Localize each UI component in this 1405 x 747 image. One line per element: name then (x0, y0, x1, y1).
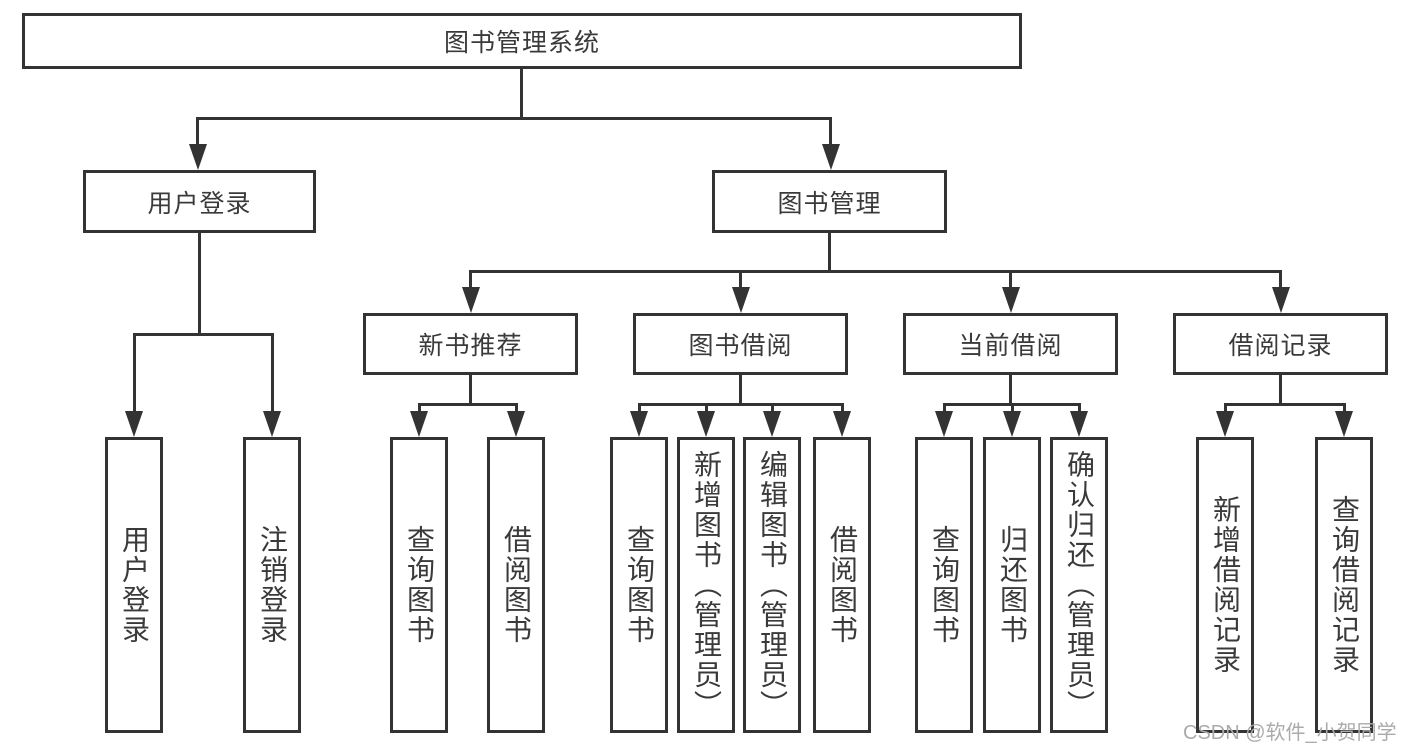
connector-current-trunk (1009, 374, 1012, 405)
arrowhead-down-icon (1003, 411, 1021, 437)
node-label: 确认归还（管理员） (1064, 450, 1095, 720)
leaf-query-books-recommend: 查询图书 (390, 437, 448, 733)
node-label: 借阅图书 (827, 525, 858, 645)
leaf-query-borrow-record: 查询借阅记录 (1315, 437, 1373, 733)
connector-mgmt-trunk (828, 232, 831, 272)
node-label: 图书借阅 (688, 332, 793, 360)
arrowhead-down-icon (125, 411, 143, 437)
connector-newbook-trunk (469, 374, 472, 405)
node-label: 查询图书 (929, 525, 960, 645)
connector-root-trunk (520, 69, 523, 119)
connector-arrow-shaft (739, 270, 742, 290)
connector-arrow-shaft (418, 403, 421, 413)
leaf-user-login: 用户登录 (105, 437, 163, 733)
arrowhead-down-icon (935, 411, 953, 437)
node-user-login: 用户登录 (83, 170, 316, 233)
arrowhead-down-icon (263, 411, 281, 437)
arrowhead-down-icon (1272, 287, 1290, 313)
node-label: 编辑图书（管理员） (757, 450, 788, 720)
leaf-borrow-books-recommend: 借阅图书 (487, 437, 545, 733)
connector-borrow-branch (638, 403, 844, 406)
arrowhead-down-icon (822, 144, 840, 170)
node-label: 新增图书（管理员） (691, 450, 722, 720)
node-book-borrowing: 图书借阅 (633, 313, 848, 375)
node-label: 图书管理 (777, 189, 882, 218)
connector-arrow-shaft (943, 403, 946, 413)
connector-arrow-shaft (515, 403, 518, 413)
node-label: 借阅图书 (501, 525, 532, 645)
connector-login-trunk (198, 232, 201, 335)
connector-arrow-shaft (841, 403, 844, 413)
arrowhead-down-icon (189, 144, 207, 170)
connector-arrow-shaft (196, 117, 199, 147)
node-label: 归还图书 (997, 525, 1028, 645)
connector-arrow-shaft (1224, 403, 1227, 413)
connector-arrow-shaft (1009, 270, 1012, 290)
leaf-borrow-books-borrowing: 借阅图书 (813, 437, 871, 733)
connector-borrow-trunk (739, 374, 742, 405)
node-label: 借阅记录 (1228, 332, 1333, 360)
node-label: 查询图书 (404, 525, 435, 645)
leaf-add-book-admin: 新增图书（管理员） (677, 437, 735, 733)
arrowhead-down-icon (410, 411, 428, 437)
node-label: 用户登录 (119, 525, 150, 645)
node-label: 查询图书 (624, 525, 655, 645)
node-label: 当前借阅 (958, 332, 1063, 360)
leaf-logout: 注销登录 (243, 437, 301, 733)
connector-newbook-branch (418, 403, 518, 406)
connector-records-branch (1224, 403, 1346, 406)
connector-arrow-shaft (705, 403, 708, 413)
connector-arrow-shaft (1078, 403, 1081, 413)
arrowhead-down-icon (833, 411, 851, 437)
leaf-query-books-borrowing: 查询图书 (610, 437, 668, 733)
connector-records-trunk (1279, 374, 1282, 405)
node-library-management-system: 图书管理系统 (22, 13, 1022, 69)
arrowhead-down-icon (1002, 287, 1020, 313)
node-label: 图书管理系统 (443, 29, 600, 57)
connector-arrow-shaft (1011, 403, 1014, 413)
arrowhead-down-icon (763, 411, 781, 437)
arrowhead-down-icon (732, 287, 750, 313)
node-label: 用户登录 (147, 189, 252, 218)
connector-arrow-shaft (638, 403, 641, 413)
leaf-query-books-current: 查询图书 (915, 437, 973, 733)
leaf-confirm-return-admin: 确认归还（管理员） (1050, 437, 1108, 733)
connector-arrow-shaft (271, 333, 274, 413)
node-label: 注销登录 (257, 525, 288, 645)
arrowhead-down-icon (462, 287, 480, 313)
node-label: 新书推荐 (418, 332, 523, 360)
connector-arrow-shaft (469, 270, 472, 290)
node-new-book-recommendation: 新书推荐 (363, 313, 578, 375)
arrowhead-down-icon (630, 411, 648, 437)
leaf-edit-book-admin: 编辑图书（管理员） (743, 437, 801, 733)
node-book-management: 图书管理 (712, 170, 947, 233)
connector-arrow-shaft (829, 117, 832, 147)
leaf-return-book: 归还图书 (983, 437, 1041, 733)
connector-root-branch (196, 117, 832, 120)
arrowhead-down-icon (1335, 411, 1353, 437)
connector-arrow-shaft (133, 333, 136, 413)
arrowhead-down-icon (697, 411, 715, 437)
connector-login-branch (133, 333, 274, 336)
leaf-add-borrow-record: 新增借阅记录 (1196, 437, 1254, 733)
connector-arrow-shaft (1279, 270, 1282, 290)
connector-arrow-shaft (1343, 403, 1346, 413)
node-label: 查询借阅记录 (1329, 495, 1360, 675)
connector-arrow-shaft (771, 403, 774, 413)
arrowhead-down-icon (1070, 411, 1088, 437)
watermark: CSDN @软件_小贺同学 (1183, 722, 1397, 744)
arrowhead-down-icon (507, 411, 525, 437)
connector-mgmt-branch (469, 270, 1282, 273)
arrowhead-down-icon (1216, 411, 1234, 437)
node-borrowing-records: 借阅记录 (1173, 313, 1388, 375)
node-label: 新增借阅记录 (1210, 495, 1241, 675)
node-current-borrowing: 当前借阅 (903, 313, 1118, 375)
